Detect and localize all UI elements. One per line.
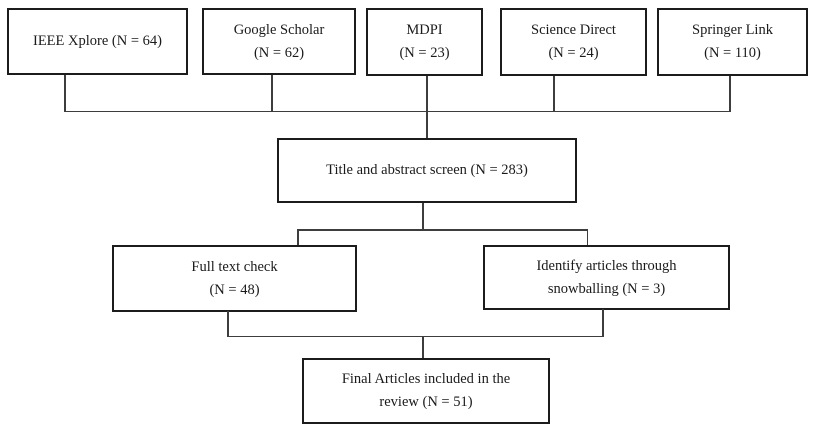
node-google-scholar: Google Scholar (N = 62) bbox=[202, 8, 356, 75]
node-ieee-xplore: IEEE Xplore (N = 64) bbox=[7, 8, 188, 75]
connector-stub-google-scholar bbox=[271, 75, 273, 112]
node-final-articles: Final Articles included in the review (N… bbox=[302, 358, 550, 424]
node-springer-link-label-line1: Springer Link bbox=[692, 22, 773, 38]
node-final-articles-label-line1: Final Articles included in the bbox=[341, 371, 511, 387]
node-science-direct-label-line2: (N = 24) bbox=[548, 45, 599, 61]
connector-merge-line bbox=[227, 335, 604, 337]
node-snowballing-label-line2: snowballing (N = 3) bbox=[547, 280, 666, 297]
connector-screen-out bbox=[422, 203, 424, 230]
node-science-direct: Science Direct (N = 24) bbox=[500, 8, 647, 76]
connector-collector-line bbox=[64, 110, 730, 112]
node-mdpi-label-line2: (N = 23) bbox=[399, 45, 450, 61]
node-springer-link: Springer Link (N = 110) bbox=[657, 8, 808, 76]
node-google-scholar-label-line2: (N = 62) bbox=[253, 44, 305, 61]
node-full-text-check-label-line1: Full text check bbox=[191, 258, 278, 275]
node-google-scholar-label-line1: Google Scholar bbox=[233, 21, 325, 38]
node-snowballing: Identify articles through snowballing (N… bbox=[483, 245, 730, 310]
node-title-abstract-screen-label: Title and abstract screen (N = 283) bbox=[326, 162, 528, 178]
connector-final-drop bbox=[422, 335, 424, 359]
node-springer-link-label-line2: (N = 110) bbox=[704, 45, 761, 61]
node-mdpi-label-line1: MDPI bbox=[406, 22, 443, 38]
connector-split-left-drop bbox=[297, 229, 299, 245]
connector-stub-mdpi-and-screen-drop bbox=[426, 76, 428, 138]
connector-split-line bbox=[297, 229, 588, 231]
node-final-articles-label-line2: review (N = 51) bbox=[379, 394, 473, 410]
connector-stub-springer-link bbox=[729, 76, 731, 112]
node-science-direct-label-line1: Science Direct bbox=[531, 22, 616, 38]
node-ieee-xplore-label: IEEE Xplore (N = 64) bbox=[33, 33, 162, 49]
node-full-text-check: Full text check (N = 48) bbox=[112, 245, 357, 312]
connector-snowballing-out bbox=[602, 309, 604, 337]
node-snowballing-label-line1: Identify articles through bbox=[536, 257, 677, 274]
connector-split-right-drop bbox=[586, 229, 588, 245]
node-mdpi: MDPI (N = 23) bbox=[366, 8, 483, 76]
connector-stub-ieee-xplore bbox=[64, 75, 66, 112]
connector-full-text-out bbox=[227, 311, 229, 337]
node-title-abstract-screen: Title and abstract screen (N = 283) bbox=[277, 138, 577, 203]
connector-stub-science-direct bbox=[553, 76, 555, 112]
node-full-text-check-label-line2: (N = 48) bbox=[209, 281, 260, 298]
